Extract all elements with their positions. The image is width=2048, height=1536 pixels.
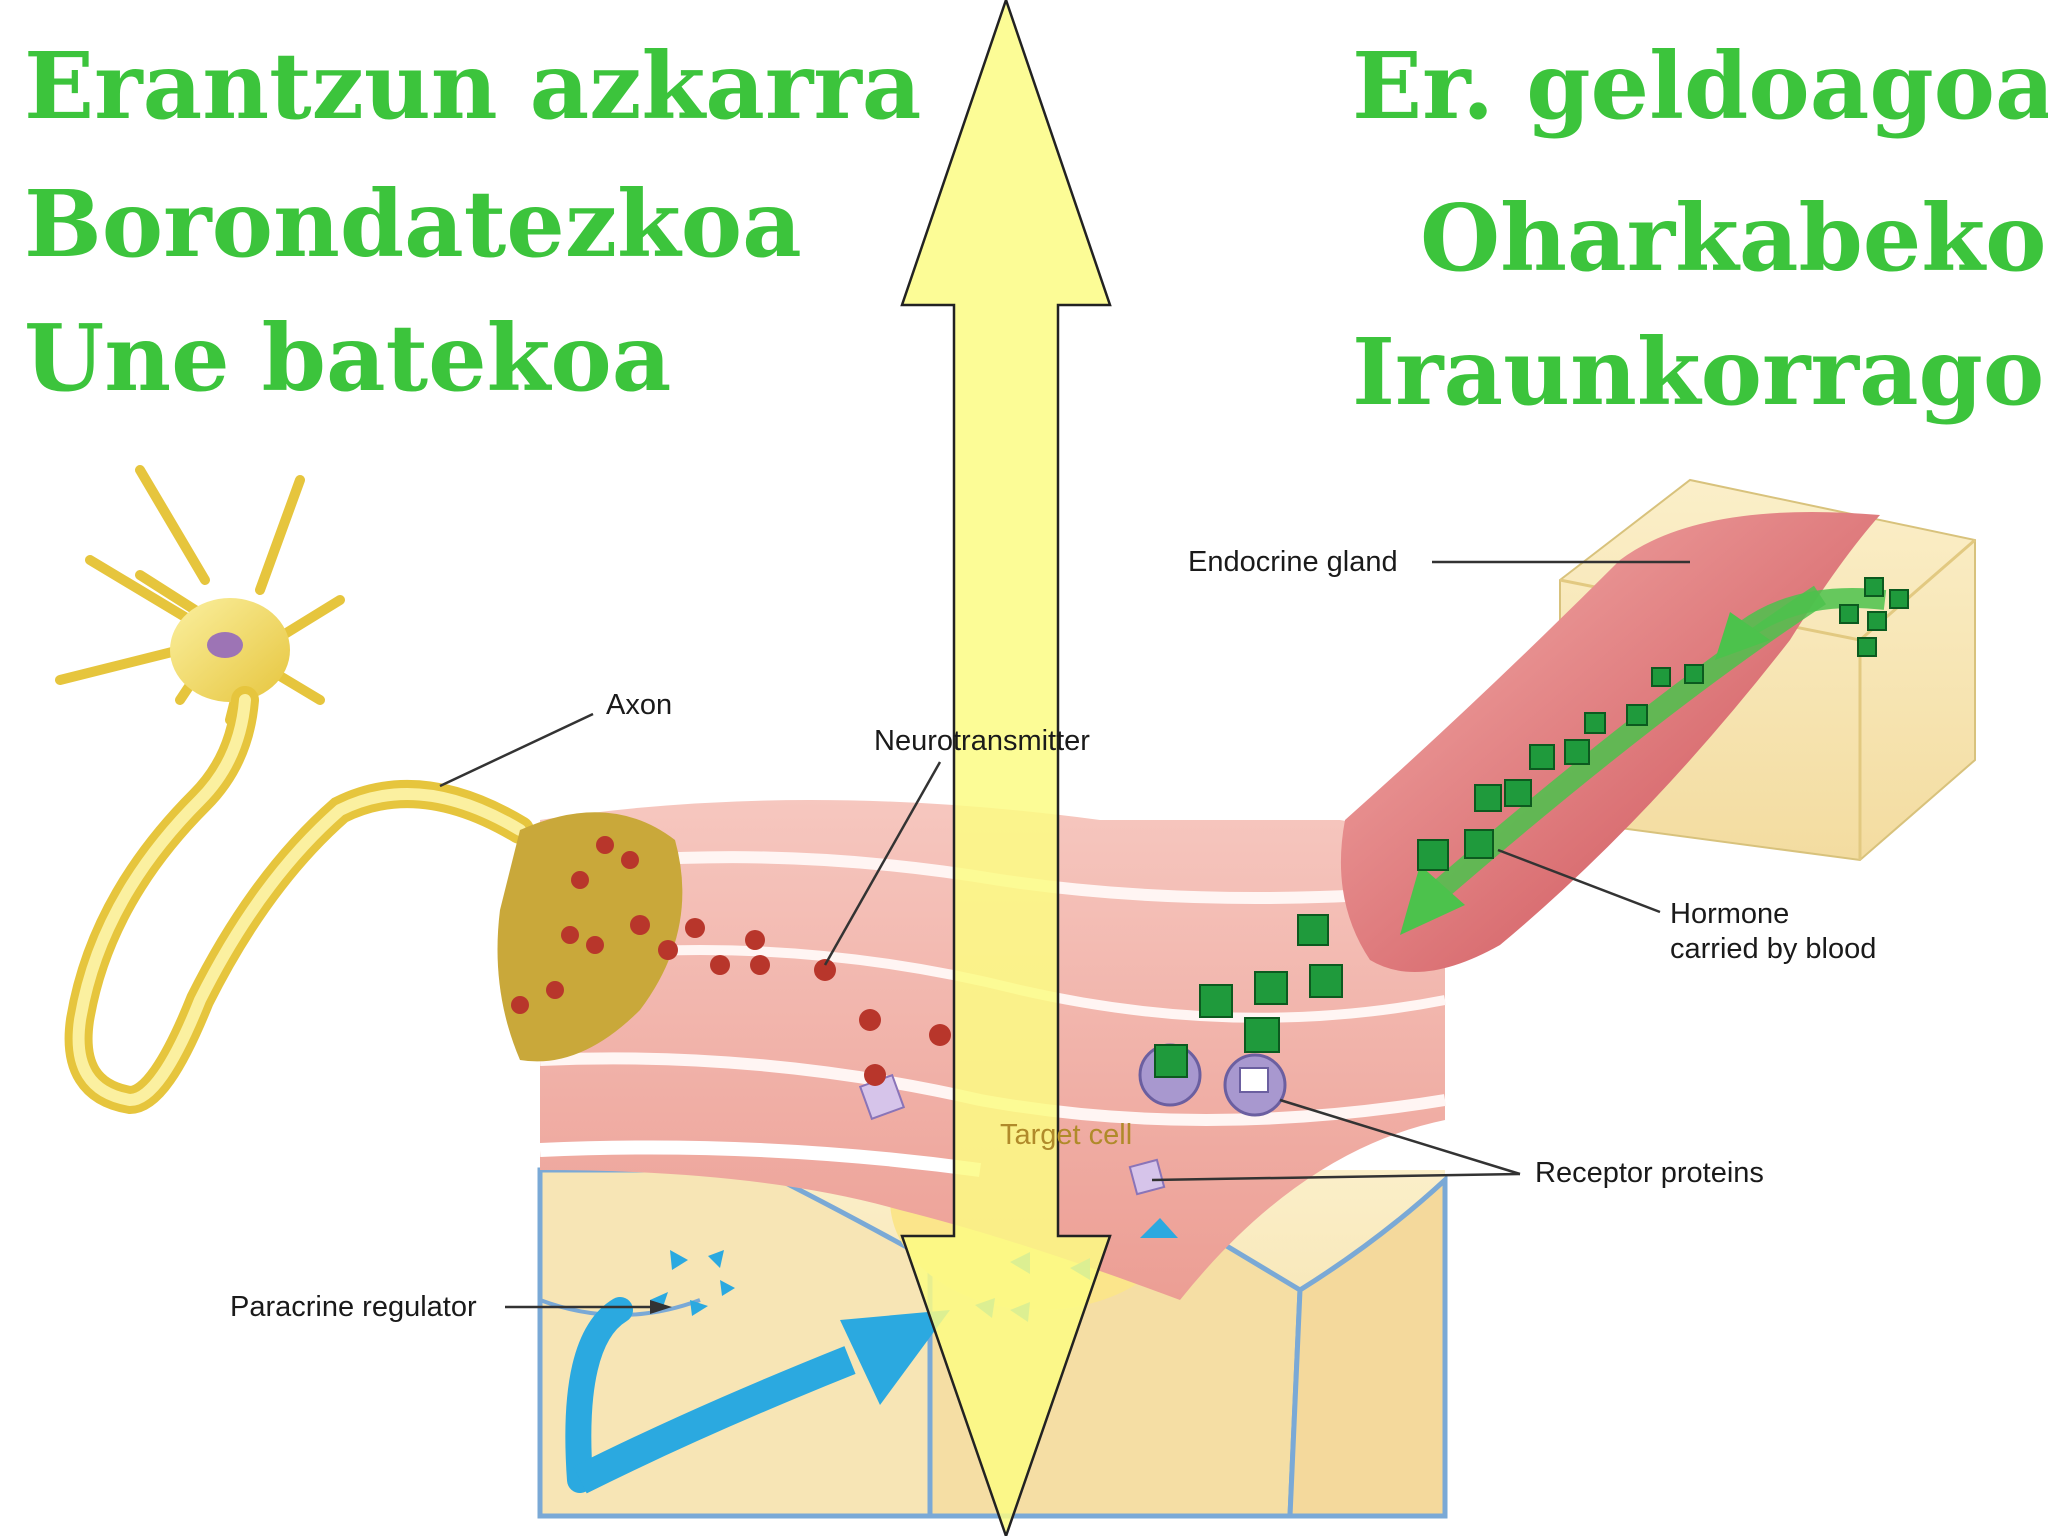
label-endocrine-gland: Endocrine gland [1188,546,1398,578]
leader-lines [439,560,1690,1309]
label-neurotransmitter: Neurotransmitter [874,725,1090,757]
receptor-proteins [858,1043,1287,1238]
heading-left-2: Borondatezkoa [24,170,802,278]
heading-left-1: Erantzun azkarra [24,32,922,140]
double-headed-arrow [900,0,1112,1536]
label-hormone-carried-by-blood: Hormone carried by blood [1670,897,1876,967]
heading-right-2: Oharkabekoa [1420,184,2048,292]
label-hormone-line1: Hormone [1670,898,1790,930]
neuron [55,465,683,1115]
heading-right-1: Er. geldoagoa [1352,32,2048,140]
label-axon: Axon [606,689,673,721]
neurotransmitter-molecules [630,915,951,1086]
hormone-molecules [1199,577,1909,1053]
label-paracrine-regulator: Paracrine regulator [230,1291,477,1323]
paracrine-flow-arrow [565,1297,633,1493]
label-target-cell: Target cell [1000,1119,1133,1151]
heading-right-3: Iraunkorragoa [1352,318,2048,426]
heading-left-3: Une batekoa [24,304,672,412]
label-hormone-line2: carried by blood [1670,932,1877,965]
label-receptor-proteins: Receptor proteins [1535,1157,1764,1189]
hormone-flow-arrowhead [1400,865,1465,935]
